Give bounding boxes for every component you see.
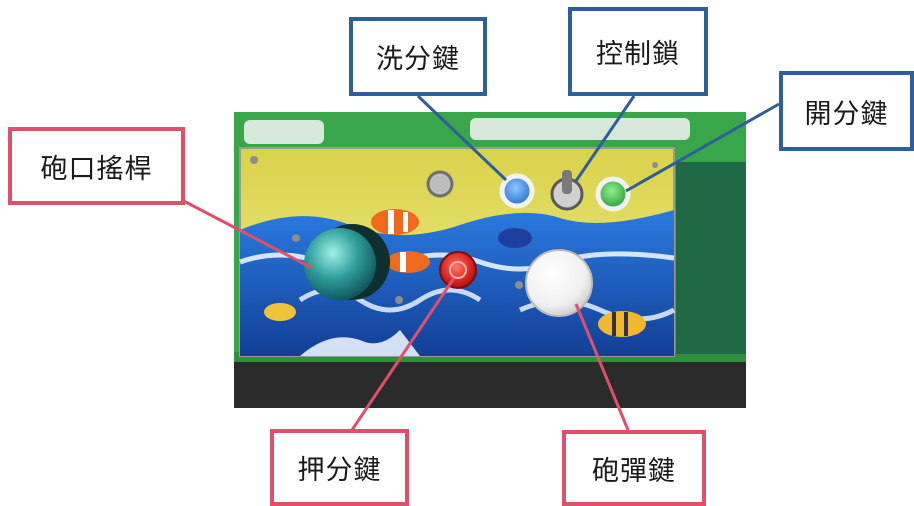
clownfish-decoration bbox=[371, 209, 430, 273]
wash-points-button[interactable] bbox=[499, 173, 535, 209]
control-lock-label: 控制鎖 bbox=[568, 7, 708, 96]
blue-fish-decoration bbox=[498, 228, 532, 248]
open-points-key-label: 開分鍵 bbox=[779, 71, 914, 151]
wash-points-key-label: 洗分鍵 bbox=[349, 17, 487, 96]
striped-fish-decoration bbox=[598, 311, 646, 337]
bet-points-key-label: 押分鍵 bbox=[270, 429, 409, 506]
leader-lines bbox=[177, 94, 780, 431]
open-points-button[interactable] bbox=[595, 176, 631, 212]
control-lock-switch[interactable] bbox=[550, 170, 584, 211]
cabinet-photo bbox=[234, 112, 746, 408]
cannon-joystick[interactable] bbox=[304, 224, 390, 300]
bet-points-button[interactable] bbox=[439, 251, 477, 289]
cannon-joystick-label: 砲口搖桿 bbox=[8, 127, 185, 205]
cannon-fire-key-label: 砲彈鍵 bbox=[562, 430, 706, 506]
key-switch[interactable] bbox=[426, 170, 454, 198]
cannon-fire-button[interactable] bbox=[525, 249, 593, 317]
